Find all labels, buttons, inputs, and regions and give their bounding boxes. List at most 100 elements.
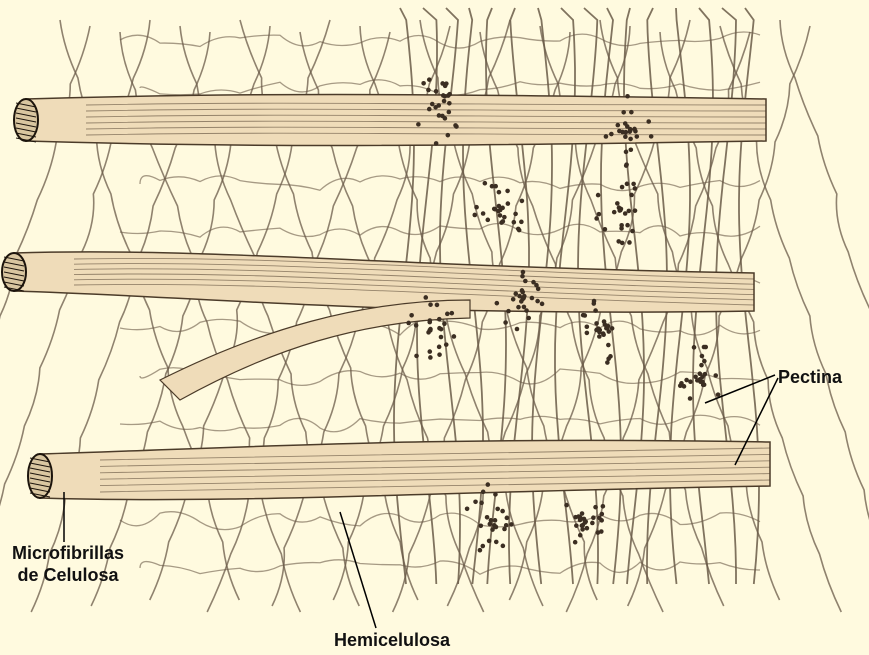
microfibril (14, 95, 766, 146)
pectin-dot (701, 383, 706, 388)
pectin-dot (414, 354, 419, 359)
pectin-dot (473, 499, 478, 504)
pectin-dot (633, 186, 638, 191)
pectin-dot (692, 345, 697, 350)
pectin-dot (485, 515, 490, 520)
pectin-dot (530, 296, 535, 301)
pectin-dot (443, 94, 448, 99)
pectin-dot (493, 518, 498, 523)
pectin-dot (434, 89, 439, 94)
hemicellulose-strand (140, 176, 760, 191)
pectin-dot (605, 360, 610, 365)
pectin-dot (481, 211, 486, 216)
pectin-dot (635, 134, 640, 139)
pectin-dot (505, 516, 510, 521)
pectin-dot (627, 240, 632, 245)
pectin-dot (454, 124, 459, 129)
pectin-dot (603, 227, 608, 232)
hemicelulosa-leader-line (340, 512, 376, 628)
pectin-dot (501, 219, 506, 224)
pectin-dot (520, 199, 525, 204)
pectin-dot (426, 88, 431, 93)
pectin-dot (442, 321, 447, 326)
pectin-dot (428, 355, 433, 360)
pectin-dot (629, 193, 634, 198)
pectin-dot (606, 343, 611, 348)
pectin-dot (449, 311, 454, 316)
pectin-dot (616, 123, 621, 128)
pectin-dot (713, 373, 718, 378)
pectin-dot (439, 335, 444, 340)
pectin-dot (590, 521, 595, 526)
pectin-dot (580, 527, 585, 532)
pectin-dot (604, 134, 609, 139)
pectin-dot (601, 504, 606, 509)
pectin-dot (625, 124, 630, 129)
hemicellulose-strand (780, 20, 869, 600)
pectin-dot (624, 163, 629, 168)
pectin-dot (437, 345, 442, 350)
pectin-dot (597, 330, 602, 335)
pectin-dot (427, 328, 432, 333)
pectin-dot (698, 377, 703, 382)
pectin-dot (427, 77, 432, 82)
pectin-dot (699, 363, 704, 368)
pectin-dot (623, 134, 628, 139)
pectin-dot (623, 130, 628, 135)
pectin-dot (496, 209, 501, 214)
pectin-dot (427, 320, 432, 325)
pectin-dot (574, 523, 579, 528)
pectin-dot (427, 349, 432, 354)
pectin-dot (585, 526, 590, 531)
pectin-dot (414, 323, 419, 328)
pectin-dot (520, 288, 525, 293)
pectin-dot (700, 354, 705, 359)
microfibrillas-label-line1: Microfibrillas (12, 542, 124, 564)
pectin-dot (583, 519, 588, 524)
pectin-dot (609, 132, 614, 137)
pectin-dot (620, 241, 625, 246)
pectin-dot (487, 539, 492, 544)
pectin-dot (502, 527, 507, 532)
pectin-dot (481, 490, 486, 495)
pectin-dot (536, 287, 541, 292)
pectin-dot (503, 320, 508, 325)
pectin-dot (596, 530, 601, 535)
pectin-dot (594, 321, 599, 326)
pectin-dot (615, 201, 620, 206)
pectin-dot (523, 279, 528, 284)
pectin-dot (474, 205, 479, 210)
pectin-dot (423, 295, 428, 300)
pectin-dot (501, 544, 506, 549)
pectin-dot (465, 506, 470, 511)
pectin-dot (524, 308, 529, 313)
pectin-dot (443, 116, 448, 121)
pectin-dot (478, 524, 483, 529)
microfibril (2, 252, 754, 312)
pectin-dot (688, 396, 693, 401)
pectin-dot (630, 229, 635, 234)
pectin-dot (540, 302, 545, 307)
pectin-dot (519, 220, 524, 225)
pectin-dot (573, 540, 578, 545)
pectin-dot (409, 313, 414, 318)
pectin-dot (434, 141, 439, 146)
pectin-dot (610, 326, 615, 331)
microfibrillas-label: Microfibrillas de Celulosa (12, 542, 124, 586)
pectin-dot (593, 505, 598, 510)
pectin-dot (703, 372, 708, 377)
pectin-dot (516, 305, 521, 310)
microfibril-crossing (160, 300, 470, 400)
pectin-dot (581, 313, 586, 318)
pectin-dot (489, 518, 494, 523)
pectin-dot (513, 212, 518, 217)
pectin-dot (624, 150, 629, 155)
pectin-dot (495, 301, 500, 306)
pectin-dot (498, 213, 503, 218)
pectin-dot (646, 119, 651, 124)
pectin-dot (619, 226, 624, 231)
pectin-dot (682, 384, 687, 389)
pectin-dot (520, 274, 525, 279)
pectin-dot (445, 312, 450, 317)
pectin-dot (625, 182, 630, 187)
